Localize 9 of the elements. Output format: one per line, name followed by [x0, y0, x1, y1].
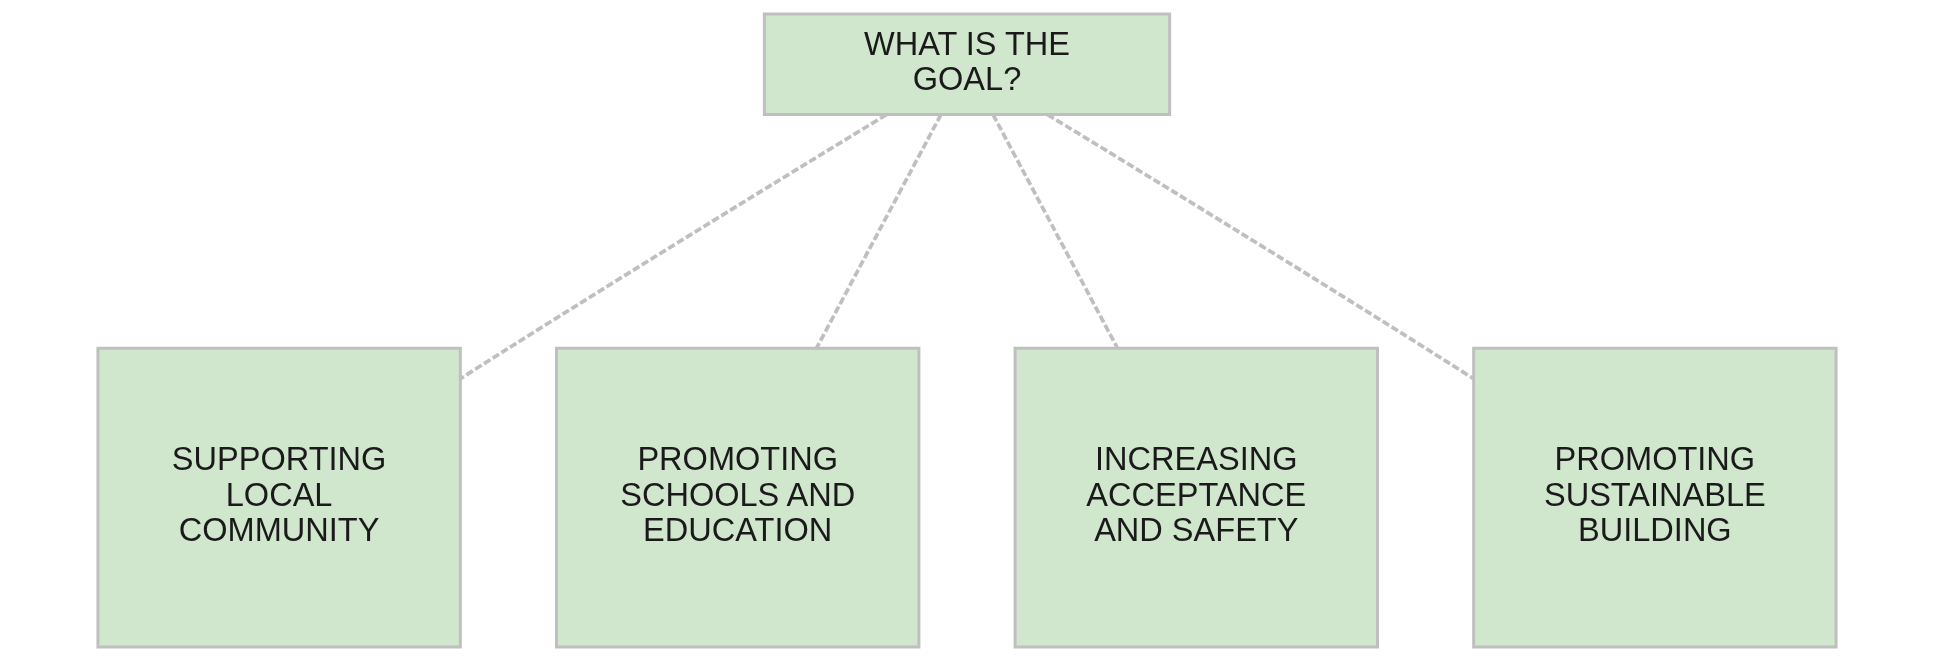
node-box: WHAT IS THE GOAL? — [762, 12, 1172, 116]
node-box: PROMOTING SUSTAINABLE BUILDING — [1472, 346, 1838, 649]
connector — [814, 113, 943, 350]
connector — [991, 113, 1120, 350]
node-box: PROMOTING SCHOOLS AND EDUCATION — [555, 346, 921, 649]
node-box: SUPPORTING LOCAL COMMUNITY — [96, 346, 462, 649]
node-box: INCREASING ACCEPTANCE AND SAFETY — [1013, 346, 1379, 649]
connector — [1046, 113, 1475, 381]
connector — [459, 113, 888, 381]
